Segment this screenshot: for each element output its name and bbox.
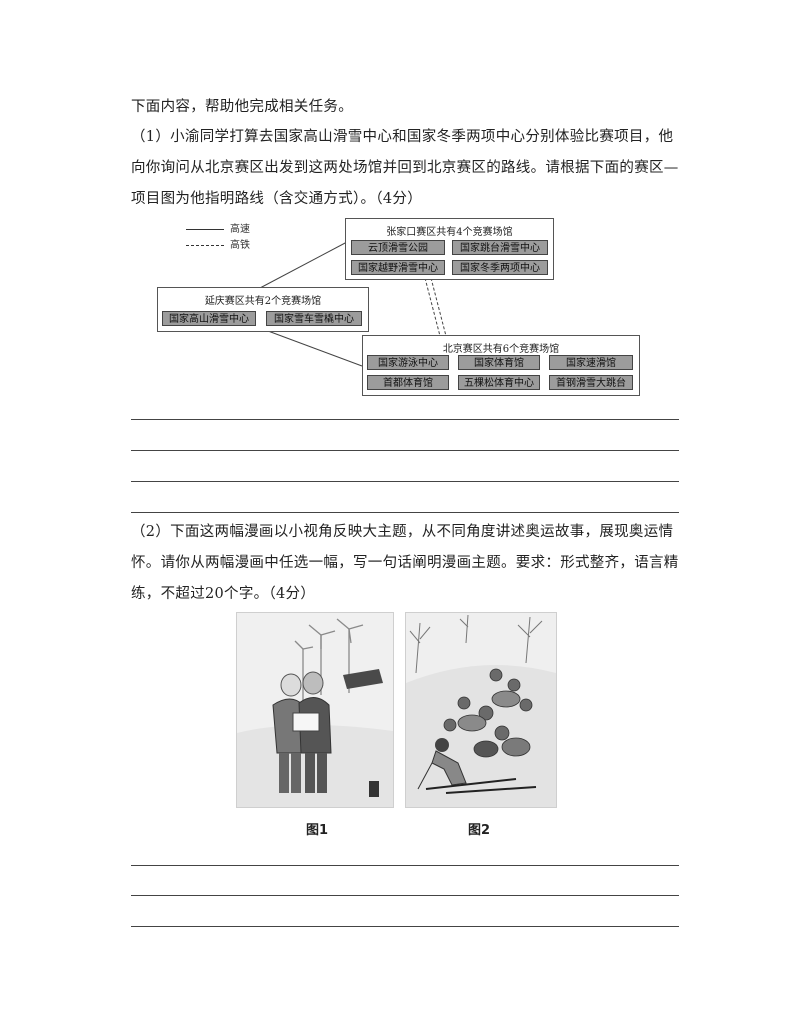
answer-line-5[interactable] [131,865,679,866]
zone-beijing-title: 北京赛区共有6个竞赛场馆 [442,344,560,355]
question-1-text: （1）小渝同学打算去国家高山滑雪中心和国家冬季两项中心分别体验比赛项目，他向你询… [131,129,679,207]
answer-line-1[interactable] [131,419,679,420]
answer-line-3[interactable] [131,481,679,482]
comic-1-illustration [237,613,393,807]
question-2-text: （2）下面这两幅漫画以小视角反映大主题，从不同角度讲述奥运故事，展现奥运情怀。请… [131,524,679,602]
venue-big-air: 首钢滑雪大跳台 [549,375,633,390]
comic-2-image [405,612,557,808]
legend-highway: 高速 [186,220,250,235]
zone-yanqing-title: 延庆赛区共有2个竞赛场馆 [204,296,322,307]
figure-2-caption: 图2 [468,823,491,838]
zone-yanqing: 延庆赛区共有2个竞赛场馆 国家高山滑雪中心 国家雪车雪橇中心 [157,287,369,332]
answer-line-2[interactable] [131,450,679,451]
venue-alpine-skiing: 国家高山滑雪中心 [162,311,256,326]
venue-indoor-stadium: 国家体育馆 [458,355,540,370]
venue-biathlon: 国家冬季两项中心 [452,260,548,275]
comic-2-illustration [406,613,556,807]
legend-dashed-line [186,245,224,246]
zone-zhangjiakou-title: 张家口赛区共有4个竞赛场馆 [386,227,513,238]
answer-line-4[interactable] [131,512,679,513]
intro-text: 下面内容，帮助他完成相关任务。 [131,99,353,115]
venue-aquatics: 国家游泳中心 [367,355,449,370]
legend-highway-label: 高速 [230,224,250,235]
legend-solid-line [186,229,224,230]
highway-zhangjiakou-yanqing [259,241,348,289]
legend-railway: 高铁 [186,236,250,251]
answer-line-7[interactable] [131,926,679,927]
venue-cross-country: 国家越野滑雪中心 [351,260,445,275]
zone-beijing: 北京赛区共有6个竞赛场馆 国家游泳中心 国家体育馆 国家速滑馆 首都体育馆 五棵… [362,335,640,396]
highway-yanqing-beijing [259,327,363,367]
diagram-links [259,241,447,367]
figure-1-caption: 图1 [306,823,329,838]
comic-1-image [236,612,394,808]
legend-railway-label: 高铁 [230,240,250,251]
railway-zhangjiakou-beijing-2 [430,277,447,337]
venue-wukesong: 五棵松体育中心 [458,375,540,390]
venue-speed-skating: 国家速滑馆 [549,355,633,370]
venue-yunding: 云顶滑雪公园 [351,240,445,255]
railway-zhangjiakou-beijing-1 [424,277,441,337]
answer-line-6[interactable] [131,895,679,896]
venue-sliding-center: 国家雪车雪橇中心 [266,311,362,326]
zone-zhangjiakou: 张家口赛区共有4个竞赛场馆 云顶滑雪公园 国家跳台滑雪中心 国家越野滑雪中心 国… [345,218,554,280]
venue-ski-jumping: 国家跳台滑雪中心 [452,240,548,255]
venue-capital-gym: 首都体育馆 [367,375,449,390]
